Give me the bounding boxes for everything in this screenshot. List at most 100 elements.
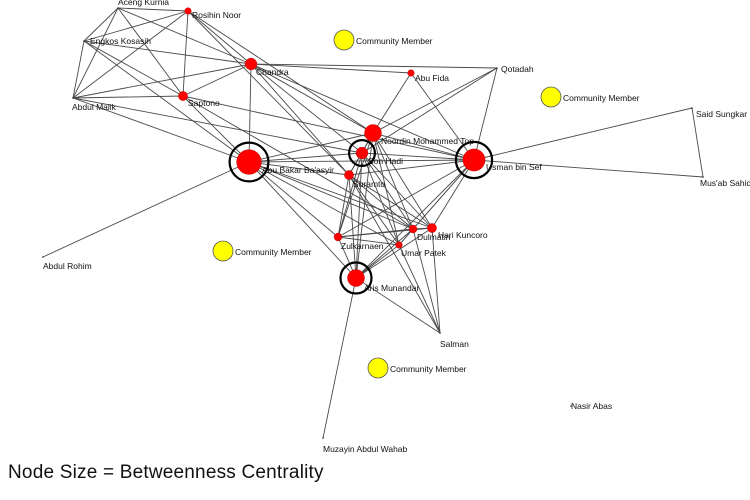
edge-abdulmalik-saptono [72, 95, 184, 99]
edge-umarpatek-salman [398, 244, 441, 334]
community-node[interactable] [333, 29, 355, 51]
edge-noordin-abubakar [248, 132, 374, 163]
node-label: Abu Bakar Ba'asyir [262, 165, 334, 175]
edge-suramto-harikuncoro [348, 174, 433, 229]
highlight-ring [454, 140, 494, 180]
edge-chandra-sonhadi [250, 63, 363, 154]
node-label: Mus'ab Sahid [700, 178, 750, 188]
edge-usman-harikuncoro [431, 159, 475, 229]
actor-node-arismunandar[interactable] [347, 269, 365, 287]
edge-qotadah-sonhadi [361, 67, 498, 154]
edge-aceng-rosihin [117, 7, 189, 12]
node-label: Chandra [256, 67, 289, 77]
edge-chandra-noordin [250, 63, 374, 134]
edge-rosihin-abdulmalik [72, 10, 189, 99]
node-label: Abdul Rohim [43, 261, 92, 271]
edge-chandra-suramto [250, 63, 350, 176]
actor-node-abdulmalik[interactable] [72, 97, 74, 99]
edge-usman-saidsungkar [473, 107, 693, 161]
edge-usman-zulkarnaen [337, 159, 475, 238]
node-label: Qotadah [501, 64, 534, 74]
actor-node-salman[interactable] [439, 332, 441, 334]
edge-saptono-dulmatin [182, 95, 414, 230]
edge-saptono-usman [182, 95, 475, 161]
actor-node-abufida[interactable] [407, 69, 415, 77]
actor-node-aceng[interactable] [117, 7, 119, 9]
edge-engkos-abubakar [83, 40, 250, 163]
edge-chandra-abubakar [248, 63, 252, 163]
caption: Node Size = Betweenness Centrality [8, 462, 324, 483]
actor-node-suramto[interactable] [344, 170, 354, 180]
edge-dulmatin-arismunandar [355, 228, 414, 279]
edge-saidsungkar-musab [691, 107, 704, 178]
actor-node-nasirabas[interactable] [570, 405, 572, 407]
actor-node-abdulrohim[interactable] [42, 256, 44, 258]
actor-node-abubakar[interactable] [236, 149, 262, 175]
node-label: Muzayin Abdul Wahab [323, 444, 408, 454]
community-node[interactable] [212, 240, 234, 262]
edge-noordin-arismunandar [355, 132, 374, 279]
actor-node-saptono[interactable] [178, 91, 188, 101]
highlight-ring [228, 141, 270, 183]
edge-chandra-saptono [182, 63, 252, 97]
node-label: Rosihin Noor [192, 10, 241, 20]
node-label: Dulmatin [417, 232, 451, 242]
edge-qotadah-usman [473, 67, 498, 161]
edge-rosihin-engkos [83, 10, 189, 42]
node-label: Community Member [563, 93, 640, 103]
edge-usman-musab [473, 159, 704, 178]
node-label: Said Sungkar [696, 109, 747, 119]
community-node[interactable] [367, 357, 389, 379]
edge-abdulmalik-chandra [72, 63, 252, 99]
edge-aceng-engkos [83, 7, 119, 42]
node-label: Abdul Malik [72, 102, 117, 112]
actor-node-dulmatin[interactable] [408, 224, 418, 234]
node-label: Usman bin Sef [486, 162, 542, 172]
edge-qotadah-noordin [372, 67, 498, 134]
actor-node-qotadah[interactable] [496, 67, 498, 69]
edge-noordin-dulmatin [372, 132, 414, 230]
edge-abubakar-usman [248, 159, 475, 163]
actor-node-zulkarnaen[interactable] [333, 232, 343, 242]
actor-node-saidsungkar[interactable] [691, 107, 693, 109]
actor-node-harikuncoro[interactable] [427, 223, 437, 233]
node-label: Noordin Mohammed Top [381, 136, 474, 146]
actor-node-umarpatek[interactable] [395, 241, 403, 249]
edge-usman-arismunandar [355, 159, 475, 279]
actor-node-usman[interactable] [462, 148, 486, 172]
actor-node-engkos[interactable] [83, 40, 85, 42]
node-label: Son Hadi [368, 156, 403, 166]
highlight-ring [339, 261, 373, 295]
edge-sonhadi-umarpatek [361, 152, 400, 246]
edge-umarpatek-arismunandar [355, 244, 400, 279]
edge-chandra-qotadah [250, 63, 498, 69]
actor-node-sonhadi[interactable] [355, 146, 369, 160]
actor-node-rosihin[interactable] [184, 7, 192, 15]
edge-abubakar-umarpatek [248, 161, 400, 246]
edge-dulmatin-salman [412, 228, 441, 334]
actor-node-chandra[interactable] [244, 57, 258, 71]
edge-abufida-chandra [250, 63, 412, 74]
node-label: Community Member [390, 364, 467, 374]
actor-node-musab[interactable] [702, 176, 704, 178]
node-label: Aceng Kurnia [118, 0, 169, 7]
community-node[interactable] [540, 86, 562, 108]
edge-abubakar-dulmatin [248, 161, 414, 230]
node-label: Saptono [188, 98, 220, 108]
edge-usman-suramto [348, 159, 475, 176]
edge-rosihin-noordin [187, 10, 374, 134]
edge-abdulmalik-sonhadi [72, 97, 363, 154]
edge-rosihin-saptono [182, 10, 189, 97]
edge-suramto-salman [348, 174, 441, 334]
edge-suramto-umarpatek [348, 174, 400, 246]
actor-node-noordin[interactable] [364, 124, 382, 142]
edge-saptono-abubakar [182, 95, 250, 163]
edge-suramto-zulkarnaen [337, 174, 350, 238]
edge-aceng-abdulmalik [72, 7, 119, 99]
actor-node-muzayin[interactable] [322, 437, 324, 439]
edge-sonhadi-dulmatin [361, 152, 414, 230]
node-label: Community Member [235, 247, 312, 257]
edge-engkos-chandra [83, 40, 252, 65]
